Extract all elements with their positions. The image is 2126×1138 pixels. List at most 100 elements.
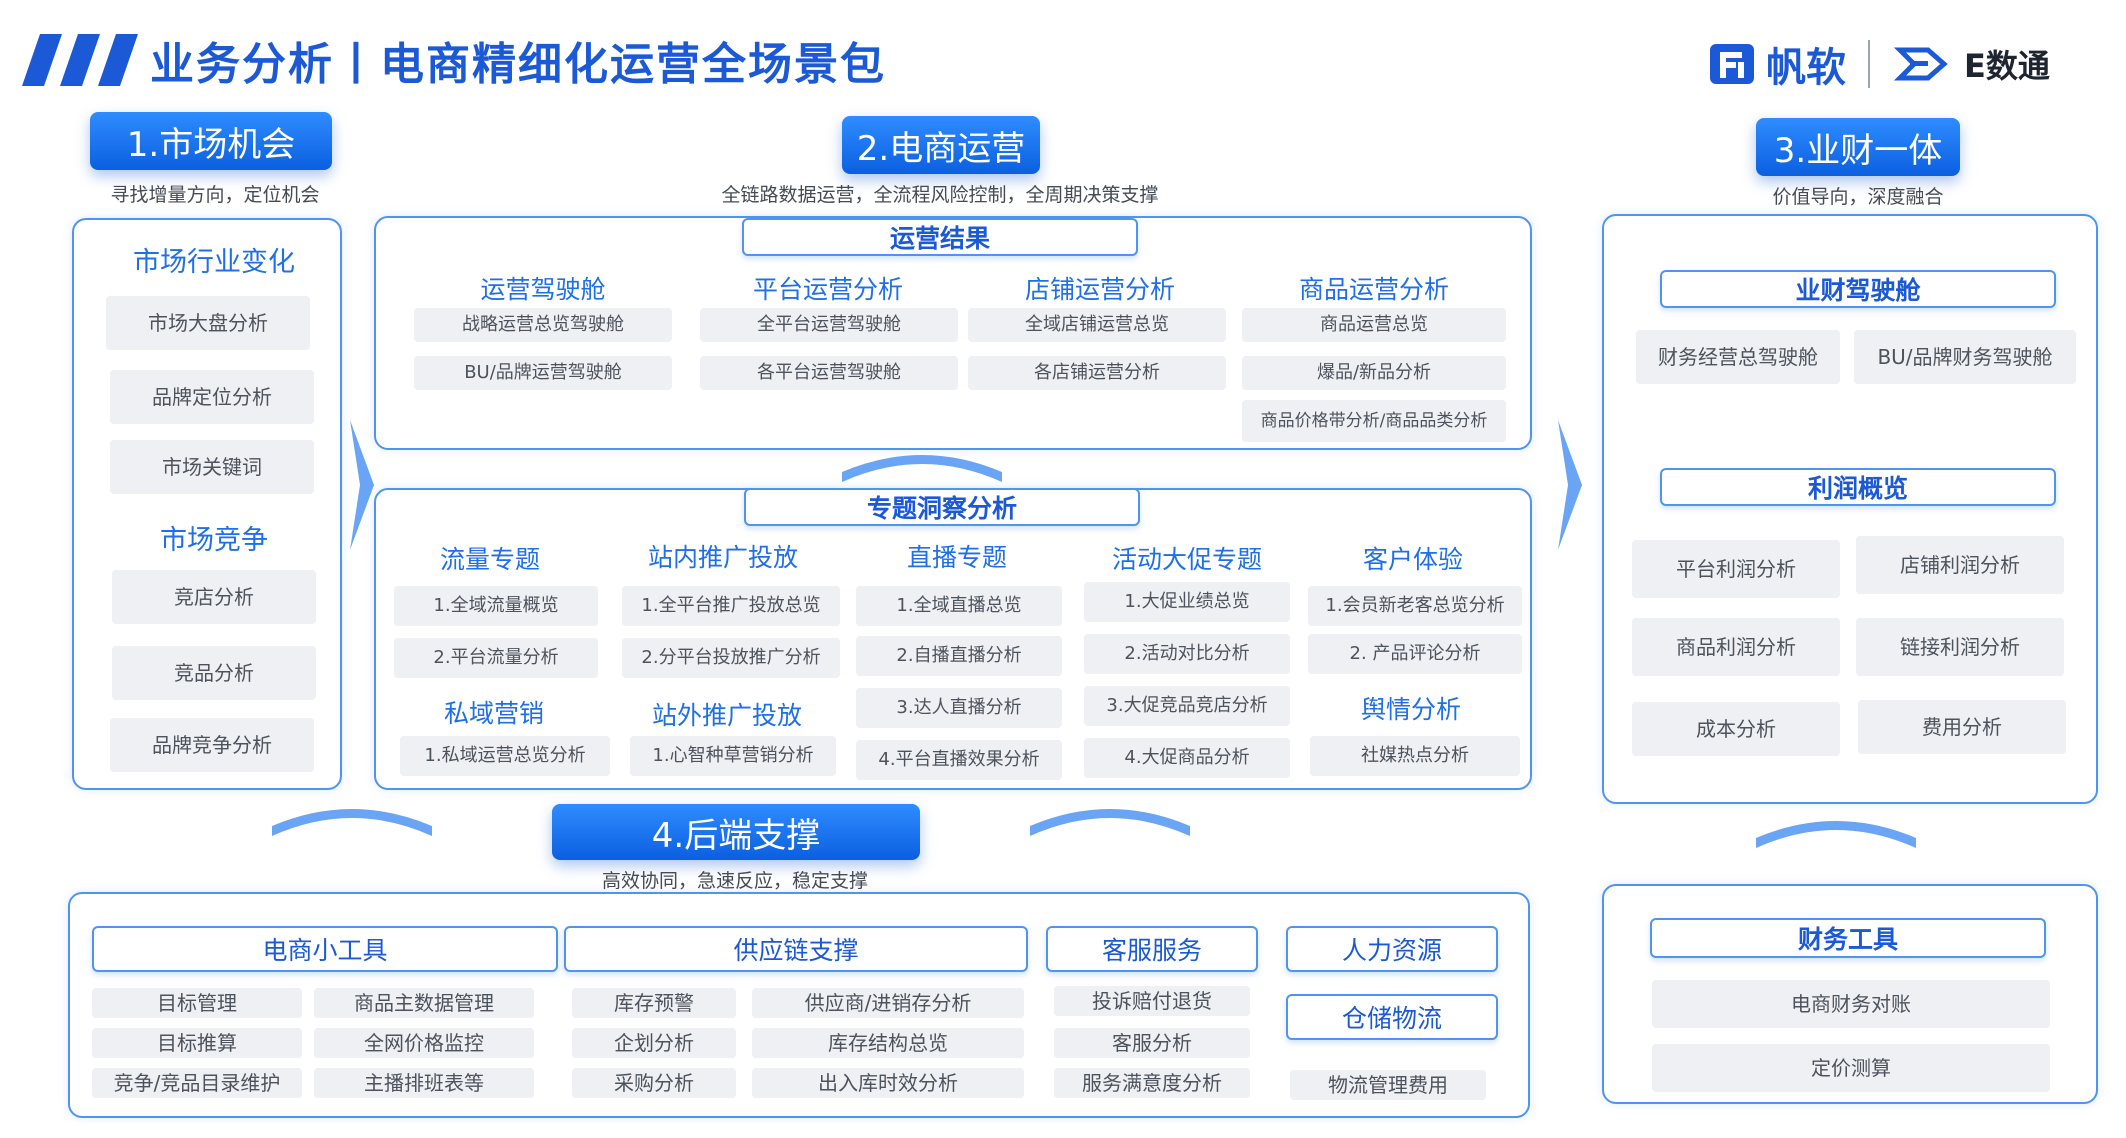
finance-item[interactable]: 店铺利润分析: [1856, 536, 2064, 594]
backend-group-title: 电商小工具: [92, 926, 558, 972]
insights-column-title: 活动大促专题: [1111, 545, 1262, 574]
backend-item[interactable]: 物流管理费用: [1290, 1070, 1486, 1100]
results-item[interactable]: 爆品/新品分析: [1242, 356, 1506, 390]
market-item[interactable]: 市场大盘分析: [106, 296, 310, 350]
arrow-up-icon: [1756, 821, 1916, 848]
insights-column-title: 站外推广投放: [651, 701, 802, 730]
insights-item[interactable]: 3.达人直播分析: [856, 688, 1062, 728]
insights-item[interactable]: 1.私域运营总览分析: [400, 736, 610, 776]
results-item[interactable]: 商品运营总览: [1242, 308, 1506, 342]
backend-item[interactable]: 目标推算: [92, 1028, 302, 1058]
backend-item[interactable]: 库存结构总览: [752, 1028, 1024, 1058]
finance-item[interactable]: 费用分析: [1858, 700, 2066, 754]
market-item[interactable]: 品牌定位分析: [110, 370, 314, 424]
insights-item[interactable]: 1.心智种草营销分析: [630, 736, 836, 776]
insights-column-title: 站内推广投放: [647, 543, 798, 572]
insights-item[interactable]: 3.大促竞品竞店分析: [1084, 686, 1290, 726]
insights-item[interactable]: 2.分平台投放推广分析: [622, 638, 840, 678]
logo-stripes-icon: [22, 34, 138, 86]
fin-tools-item[interactable]: 电商财务对账: [1652, 980, 2050, 1028]
backend-item[interactable]: 竞争/竞品目录维护: [92, 1068, 302, 1098]
insights-column-title: 私域营销: [443, 699, 544, 728]
results-item[interactable]: 全域店铺运营总览: [968, 308, 1226, 342]
page-title: 业务分析丨电商精细化运营全场景包: [150, 39, 886, 90]
insights-item[interactable]: 1.全平台推广投放总览: [622, 586, 840, 626]
backend-item[interactable]: 服务满意度分析: [1054, 1068, 1250, 1098]
insights-item[interactable]: 社媒热点分析: [1310, 736, 1520, 776]
insights-item[interactable]: 2.活动对比分析: [1084, 634, 1290, 674]
backend-item[interactable]: 主播排班表等: [314, 1068, 534, 1098]
insights-column-title: 舆情分析: [1360, 695, 1461, 724]
backend-group-title: 客服服务: [1046, 926, 1258, 972]
section-backend-button[interactable]: 4.后端支撑: [552, 804, 920, 860]
market-group-title: 市场行业变化: [133, 247, 295, 278]
market-item[interactable]: 竞店分析: [112, 570, 316, 624]
finance-item[interactable]: 链接利润分析: [1856, 618, 2064, 676]
results-item[interactable]: 各店铺运营分析: [968, 356, 1226, 390]
insights-column-title: 客户体验: [1362, 545, 1463, 574]
market-item[interactable]: 市场关键词: [110, 440, 314, 494]
finance-profit-title: 利润概览: [1660, 468, 2056, 506]
arrow-up-icon: [1030, 809, 1190, 836]
brand-divider: [1868, 40, 1870, 88]
insights-item[interactable]: 2.平台流量分析: [394, 638, 598, 678]
backend-item[interactable]: 供应商/进销存分析: [752, 988, 1024, 1018]
insights-item[interactable]: 2. 产品评论分析: [1308, 634, 1522, 674]
results-column-title: 商品运营分析: [1298, 275, 1449, 304]
market-item[interactable]: 竞品分析: [112, 646, 316, 700]
section-finance-button[interactable]: 3.业财一体: [1756, 118, 1960, 176]
insights-title: 专题洞察分析: [744, 488, 1140, 526]
insights-item[interactable]: 4.平台直播效果分析: [856, 740, 1062, 780]
section-market-button[interactable]: 1.市场机会: [90, 112, 332, 170]
finance-item[interactable]: 平台利润分析: [1632, 540, 1840, 598]
backend-item[interactable]: 投诉赔付退货: [1054, 986, 1250, 1016]
finance-item[interactable]: 财务经营总驾驶舱: [1636, 330, 1840, 384]
arrow-up-icon: [842, 455, 1002, 482]
finance-cockpit-title: 业财驾驶舱: [1660, 270, 2056, 308]
insights-item[interactable]: 1.全域直播总览: [856, 586, 1062, 626]
section-ecommerce-subtitle: 全链路数据运营，全流程风险控制，全周期决策支撑: [721, 184, 1159, 206]
results-column-title: 店铺运营分析: [1024, 275, 1175, 304]
brand-primary: 帆软: [1766, 45, 1846, 91]
backend-item[interactable]: 全网价格监控: [314, 1028, 534, 1058]
insights-column-title: 直播专题: [906, 543, 1007, 572]
results-item[interactable]: 全平台运营驾驶舱: [700, 308, 958, 342]
section-finance-subtitle: 价值导向，深度融合: [1772, 186, 1944, 208]
section-market-subtitle: 寻找增量方向，定位机会: [110, 184, 320, 206]
fin-tools-item[interactable]: 定价测算: [1652, 1044, 2050, 1092]
insights-item[interactable]: 1.大促业绩总览: [1084, 582, 1290, 622]
backend-item[interactable]: 采购分析: [572, 1068, 736, 1098]
fin-tools-title: 财务工具: [1650, 918, 2046, 958]
finance-item[interactable]: 成本分析: [1632, 702, 1840, 756]
section-ecommerce-button[interactable]: 2.电商运营: [842, 116, 1040, 174]
chevron-right-icon: [1558, 420, 1582, 550]
backend-group-title: 仓储物流: [1286, 994, 1498, 1040]
market-group-title: 市场竞争: [160, 525, 268, 556]
insights-item[interactable]: 1.全域流量概览: [394, 586, 598, 626]
backend-item[interactable]: 目标管理: [92, 988, 302, 1018]
eshutong-logo-icon: [1893, 47, 1948, 81]
insights-item[interactable]: 1.会员新老客总览分析: [1308, 586, 1522, 626]
backend-group-title: 供应链支撑: [564, 926, 1028, 972]
finance-item[interactable]: BU/品牌财务驾驶舱: [1854, 330, 2076, 384]
results-item[interactable]: 商品价格带分析/商品品类分析: [1242, 400, 1506, 442]
backend-item[interactable]: 出入库时效分析: [752, 1068, 1024, 1098]
section-backend-subtitle: 高效协同，急速反应，稳定支撑: [601, 870, 868, 892]
fanruan-logo-icon: [1710, 44, 1754, 84]
results-item[interactable]: 战略运营总览驾驶舱: [414, 308, 672, 342]
market-item[interactable]: 品牌竞争分析: [110, 718, 314, 772]
results-item[interactable]: 各平台运营驾驶舱: [700, 356, 958, 390]
backend-item[interactable]: 库存预警: [572, 988, 736, 1018]
backend-item[interactable]: 商品主数据管理: [314, 988, 534, 1018]
backend-group-title: 人力资源: [1286, 926, 1498, 972]
brand-secondary: E数通: [1964, 47, 2050, 85]
arrow-up-icon: [272, 809, 432, 836]
backend-item[interactable]: 客服分析: [1054, 1028, 1250, 1058]
results-column-title: 平台运营分析: [752, 275, 903, 304]
results-column-title: 运营驾驶舱: [480, 275, 606, 304]
insights-item[interactable]: 2.自播直播分析: [856, 636, 1062, 676]
backend-item[interactable]: 企划分析: [572, 1028, 736, 1058]
results-item[interactable]: BU/品牌运营驾驶舱: [414, 356, 672, 390]
insights-item[interactable]: 4.大促商品分析: [1084, 738, 1290, 778]
finance-item[interactable]: 商品利润分析: [1632, 618, 1840, 676]
